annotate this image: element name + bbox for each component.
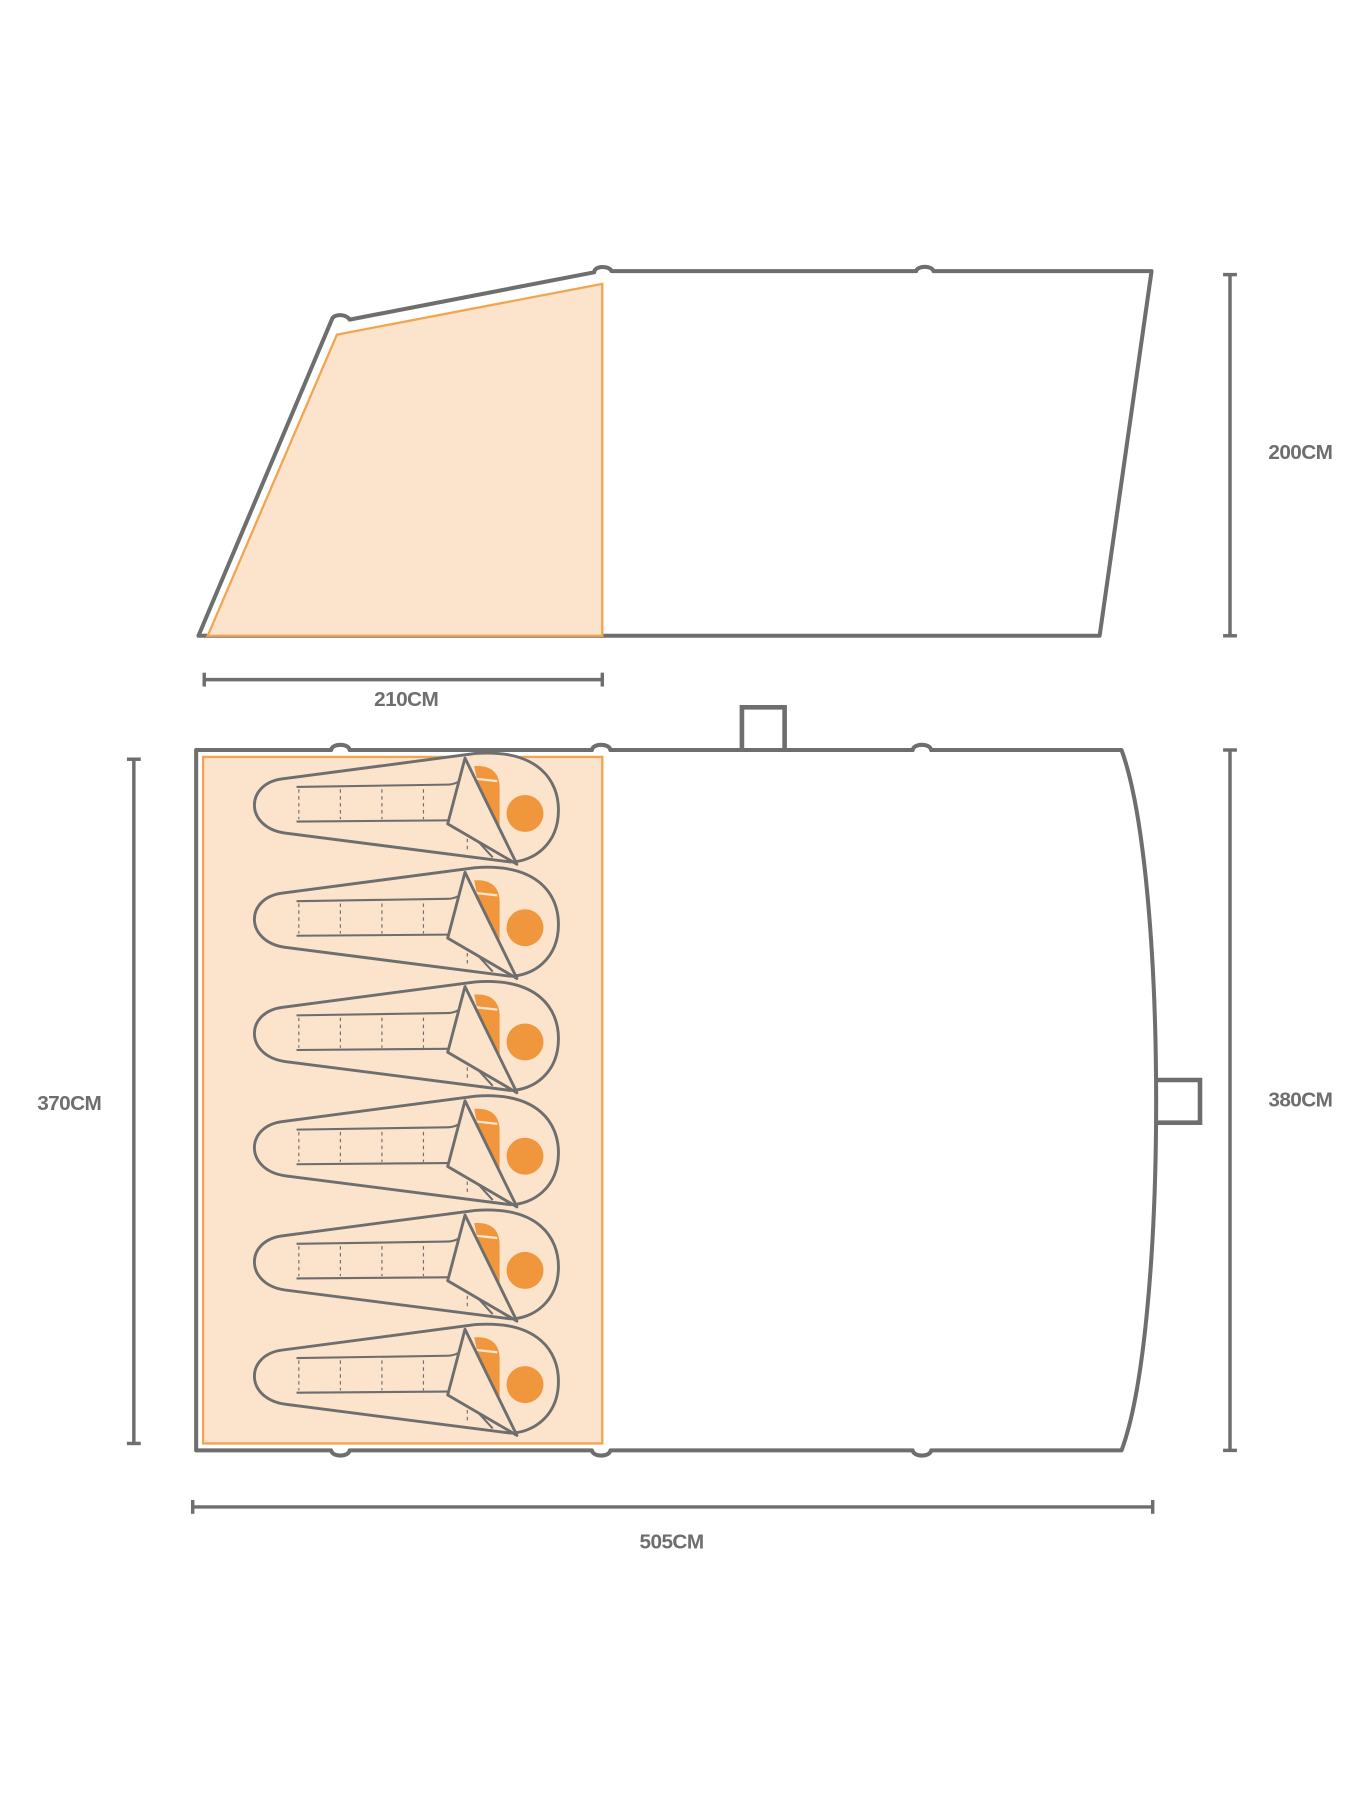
floor-plan: 370CM 380CM 505CM <box>37 742 1333 1553</box>
total-length-label: 505CM <box>640 1530 704 1553</box>
side-view-bedroom <box>205 282 604 637</box>
height-label: 200CM <box>1268 441 1332 464</box>
inner-width-label: 370CM <box>37 1092 101 1115</box>
outer-width-label: 380CM <box>1268 1089 1332 1112</box>
side-view: 200CM 210CM <box>196 264 1333 711</box>
bedroom-area <box>201 755 604 1445</box>
bedroom-length-label: 210CM <box>374 688 438 711</box>
